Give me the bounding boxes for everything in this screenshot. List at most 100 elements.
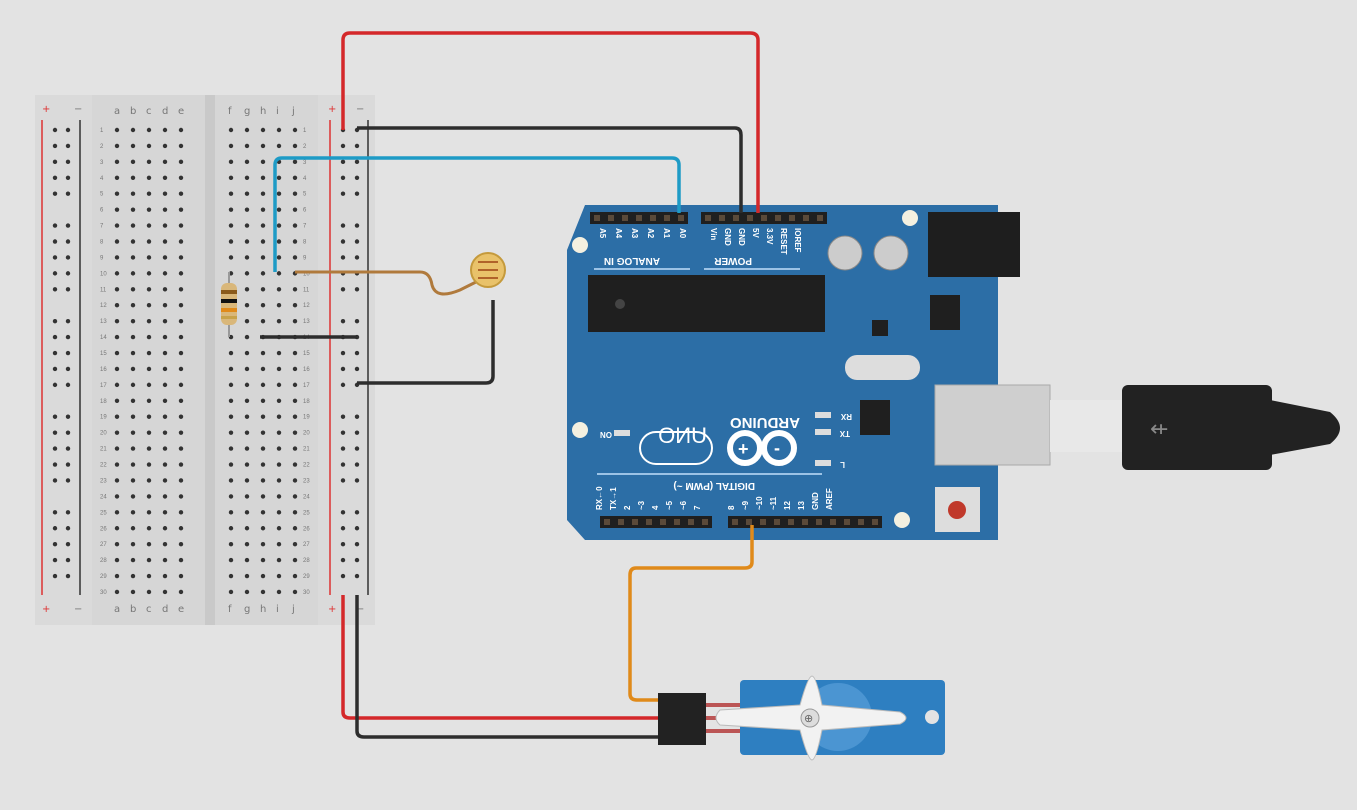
- breadboard-hole[interactable]: [130, 303, 136, 308]
- breadboard-hole[interactable]: [130, 239, 136, 244]
- breadboard-hole[interactable]: [178, 526, 184, 531]
- rail-hole[interactable]: [354, 287, 360, 292]
- breadboard-hole[interactable]: [114, 350, 120, 356]
- rail-hole[interactable]: [65, 271, 71, 276]
- breadboard-hole[interactable]: [130, 446, 136, 451]
- breadboard-hole[interactable]: [114, 191, 120, 196]
- rail-hole[interactable]: [340, 255, 346, 260]
- breadboard-hole[interactable]: [276, 271, 282, 276]
- breadboard-hole[interactable]: [276, 350, 282, 356]
- breadboard-hole[interactable]: [130, 573, 136, 579]
- breadboard-hole[interactable]: [276, 414, 282, 419]
- breadboard-hole[interactable]: [244, 191, 250, 196]
- breadboard-hole[interactable]: [178, 430, 184, 435]
- breadboard-hole[interactable]: [228, 223, 234, 228]
- rail-hole[interactable]: [340, 287, 346, 292]
- breadboard-hole[interactable]: [114, 446, 120, 451]
- breadboard-hole[interactable]: [244, 255, 250, 260]
- breadboard-hole[interactable]: [178, 303, 184, 308]
- breadboard-hole[interactable]: [244, 350, 250, 356]
- breadboard-hole[interactable]: [146, 494, 152, 499]
- breadboard-hole[interactable]: [146, 462, 152, 467]
- rail-hole[interactable]: [65, 239, 71, 244]
- breadboard-hole[interactable]: [178, 318, 184, 324]
- rail-hole[interactable]: [52, 478, 58, 483]
- breadboard-hole[interactable]: [162, 223, 168, 228]
- breadboard-hole[interactable]: [260, 526, 266, 531]
- breadboard-hole[interactable]: [292, 382, 298, 388]
- breadboard-hole[interactable]: [146, 414, 152, 419]
- breadboard-hole[interactable]: [276, 255, 282, 260]
- breadboard-hole[interactable]: [228, 446, 234, 451]
- header-pin[interactable]: [705, 215, 711, 221]
- breadboard-hole[interactable]: [114, 573, 120, 579]
- breadboard-hole[interactable]: [260, 414, 266, 419]
- breadboard-hole[interactable]: [130, 223, 136, 228]
- breadboard-hole[interactable]: [114, 303, 120, 308]
- rail-hole[interactable]: [354, 239, 360, 244]
- breadboard-hole[interactable]: [162, 589, 168, 595]
- breadboard-hole[interactable]: [114, 255, 120, 260]
- breadboard-hole[interactable]: [228, 557, 234, 563]
- breadboard-hole[interactable]: [244, 127, 250, 133]
- breadboard-hole[interactable]: [130, 557, 136, 563]
- breadboard-hole[interactable]: [276, 589, 282, 595]
- breadboard-hole[interactable]: [146, 541, 152, 547]
- breadboard-hole[interactable]: [260, 510, 266, 515]
- rail-hole[interactable]: [52, 159, 58, 165]
- breadboard-hole[interactable]: [260, 494, 266, 499]
- breadboard-hole[interactable]: [130, 382, 136, 388]
- breadboard-hole[interactable]: [292, 414, 298, 419]
- breadboard-hole[interactable]: [292, 175, 298, 180]
- breadboard-hole[interactable]: [146, 430, 152, 435]
- breadboard-hole[interactable]: [292, 350, 298, 356]
- breadboard-hole[interactable]: [244, 143, 250, 149]
- breadboard-hole[interactable]: [260, 175, 266, 180]
- breadboard-hole[interactable]: [276, 462, 282, 467]
- breadboard-hole[interactable]: [114, 207, 120, 212]
- breadboard-hole[interactable]: [114, 382, 120, 388]
- breadboard-hole[interactable]: [292, 191, 298, 196]
- rail-hole[interactable]: [65, 318, 71, 324]
- rail-hole[interactable]: [354, 526, 360, 531]
- breadboard-hole[interactable]: [146, 239, 152, 244]
- rail-hole[interactable]: [65, 143, 71, 149]
- breadboard-hole[interactable]: [162, 573, 168, 579]
- breadboard-hole[interactable]: [276, 573, 282, 579]
- breadboard-hole[interactable]: [276, 175, 282, 180]
- breadboard-hole[interactable]: [130, 255, 136, 260]
- header-pin[interactable]: [650, 215, 656, 221]
- breadboard-hole[interactable]: [228, 541, 234, 547]
- breadboard-hole[interactable]: [114, 478, 120, 483]
- breadboard-hole[interactable]: [244, 414, 250, 419]
- rail-hole[interactable]: [52, 350, 58, 356]
- breadboard-hole[interactable]: [146, 589, 152, 595]
- breadboard-hole[interactable]: [276, 207, 282, 212]
- breadboard-hole[interactable]: [114, 494, 120, 499]
- breadboard-hole[interactable]: [162, 239, 168, 244]
- breadboard-hole[interactable]: [130, 271, 136, 276]
- breadboard-hole[interactable]: [276, 398, 282, 404]
- breadboard-hole[interactable]: [178, 478, 184, 483]
- breadboard-hole[interactable]: [146, 366, 152, 372]
- breadboard-hole[interactable]: [178, 207, 184, 212]
- header-pin[interactable]: [664, 215, 670, 221]
- breadboard-hole[interactable]: [276, 541, 282, 547]
- breadboard-hole[interactable]: [114, 430, 120, 435]
- breadboard-hole[interactable]: [260, 430, 266, 435]
- breadboard-hole[interactable]: [228, 430, 234, 435]
- breadboard-hole[interactable]: [276, 510, 282, 515]
- rail-hole[interactable]: [52, 382, 58, 388]
- breadboard-hole[interactable]: [162, 430, 168, 435]
- breadboard-hole[interactable]: [292, 127, 298, 133]
- rail-hole[interactable]: [52, 526, 58, 531]
- rail-hole[interactable]: [354, 478, 360, 483]
- breadboard-hole[interactable]: [162, 414, 168, 419]
- breadboard-hole[interactable]: [162, 557, 168, 563]
- breadboard-hole[interactable]: [130, 589, 136, 595]
- breadboard-hole[interactable]: [260, 207, 266, 212]
- rail-hole[interactable]: [65, 191, 71, 196]
- breadboard-hole[interactable]: [146, 510, 152, 515]
- breadboard-hole[interactable]: [178, 287, 184, 292]
- breadboard-hole[interactable]: [276, 127, 282, 133]
